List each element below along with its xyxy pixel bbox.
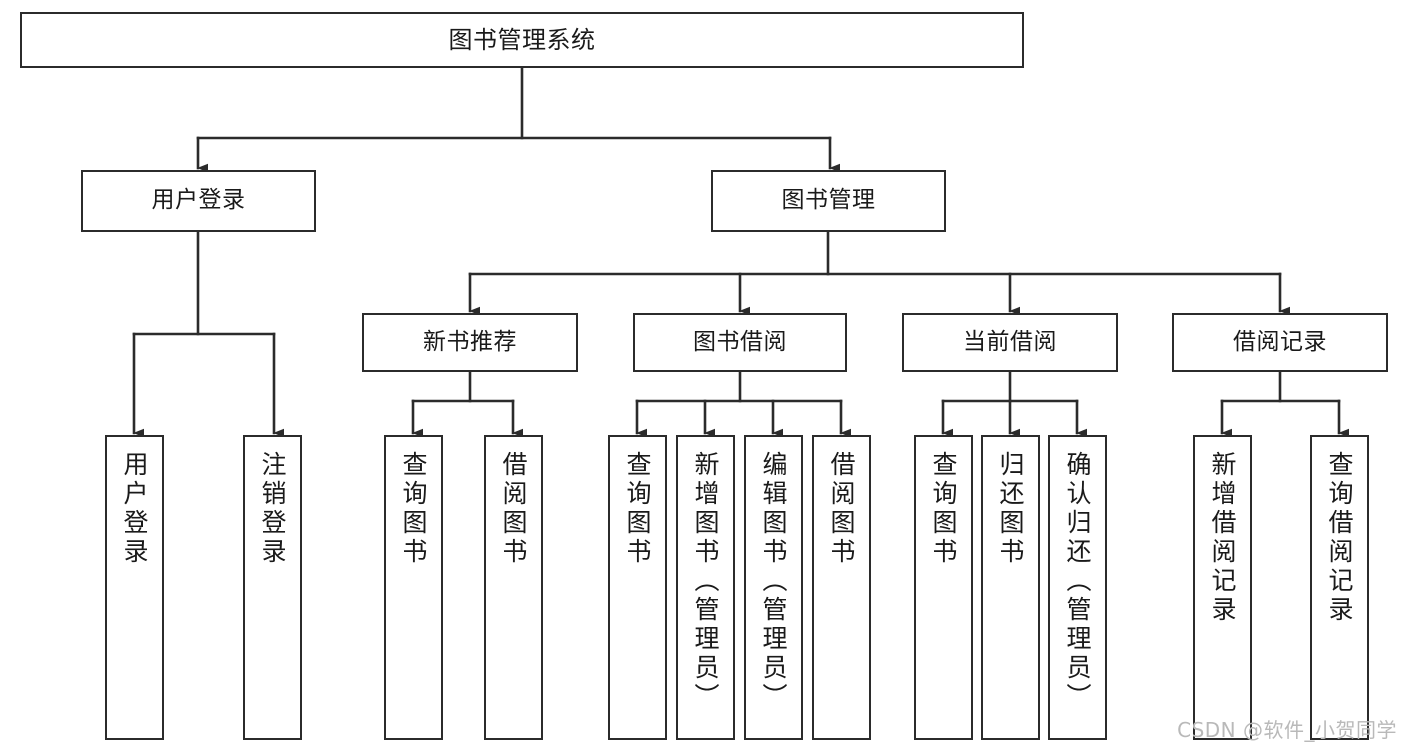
node-label: 图书管理 xyxy=(781,187,876,214)
node-label: 图书借阅 xyxy=(693,328,787,355)
node-label: 借阅记录 xyxy=(1233,328,1327,355)
node-borrow-record[interactable]: 借阅记录 xyxy=(1172,313,1388,372)
node-current-borrow[interactable]: 当前借阅 xyxy=(902,313,1118,372)
leaf-borrow-book-recommendation[interactable]: 借阅图书 xyxy=(484,435,543,740)
leaf-query-book-current[interactable]: 查询图书 xyxy=(914,435,973,740)
leaf-add-borrow-record[interactable]: 新增借阅记录 xyxy=(1193,435,1252,740)
node-label: 新增借阅记录 xyxy=(1208,451,1237,625)
node-label: 图书管理系统 xyxy=(448,25,596,54)
leaf-user-login[interactable]: 用户登录 xyxy=(105,435,164,740)
node-label: 借阅图书 xyxy=(827,451,856,567)
leaf-confirm-return-admin[interactable]: 确认归还（管理员） xyxy=(1048,435,1107,740)
csdn-watermark: CSDN @软件_小贺同学 xyxy=(1177,718,1397,742)
node-label: 查询图书 xyxy=(623,451,652,567)
node-label: 当前借阅 xyxy=(963,328,1057,355)
node-label: 用户登录 xyxy=(151,187,246,214)
node-label: 查询图书 xyxy=(399,451,428,567)
node-label: 编辑图书（管理员） xyxy=(759,451,788,712)
node-label: 确认归还（管理员） xyxy=(1063,451,1092,712)
leaf-edit-book-admin[interactable]: 编辑图书（管理员） xyxy=(744,435,803,740)
node-root-book-management-system[interactable]: 图书管理系统 xyxy=(20,12,1024,68)
node-new-book-recommendation[interactable]: 新书推荐 xyxy=(362,313,578,372)
node-label: 新书推荐 xyxy=(423,328,517,355)
node-label: 查询借阅记录 xyxy=(1325,451,1354,625)
leaf-query-book-borrow[interactable]: 查询图书 xyxy=(608,435,667,740)
leaf-logout-login[interactable]: 注销登录 xyxy=(243,435,302,740)
node-label: 注销登录 xyxy=(258,451,287,567)
node-label: 用户登录 xyxy=(120,451,149,567)
leaf-borrow-book-borrow[interactable]: 借阅图书 xyxy=(812,435,871,740)
node-book-management[interactable]: 图书管理 xyxy=(711,170,946,232)
node-label: 归还图书 xyxy=(996,451,1025,567)
node-label: 新增图书（管理员） xyxy=(691,451,720,712)
node-user-login[interactable]: 用户登录 xyxy=(81,170,316,232)
node-book-borrow[interactable]: 图书借阅 xyxy=(633,313,847,372)
node-label: 借阅图书 xyxy=(499,451,528,567)
leaf-return-book[interactable]: 归还图书 xyxy=(981,435,1040,740)
leaf-query-borrow-record[interactable]: 查询借阅记录 xyxy=(1310,435,1369,740)
node-label: 查询图书 xyxy=(929,451,958,567)
leaf-query-book-recommendation[interactable]: 查询图书 xyxy=(384,435,443,740)
leaf-add-book-admin[interactable]: 新增图书（管理员） xyxy=(676,435,735,740)
